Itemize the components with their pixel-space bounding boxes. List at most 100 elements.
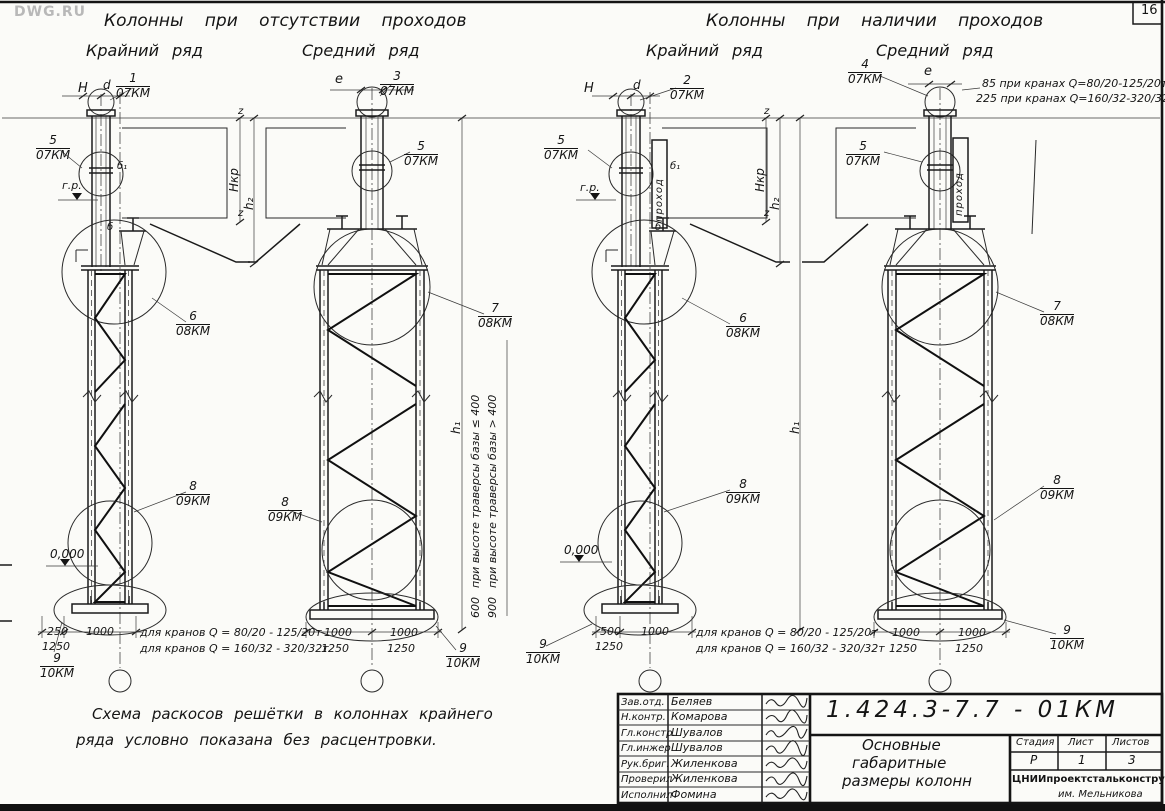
doc-number: 1.424.3-7.7 - 01КМ (826, 697, 1120, 723)
callout-3-07km: 3 07КМ (380, 69, 415, 99)
dim-600: 600 (469, 597, 482, 618)
callout-2-07km: 2 07КМ (670, 73, 705, 103)
callout-sheet: 08КМ (176, 323, 211, 338)
titleblock-name-3: Шувалов (671, 726, 723, 739)
titleblock-role-3: Гл.констр. (621, 728, 676, 739)
header-left-sub2: Средний ряд (302, 41, 420, 60)
callout-sheet: 07КМ (848, 71, 883, 86)
callout-number: 7 (478, 301, 513, 317)
dim-d-col1: d (103, 78, 111, 92)
titleblock-role-4: Гл.инжер. (621, 743, 674, 754)
callout-sheet: 10КМ (526, 651, 561, 666)
titleblock-role-6: Проверил (621, 774, 673, 785)
dim-b-col3: б (655, 222, 662, 233)
sheets-value: 3 (1128, 753, 1136, 767)
ground-level-label-col1: г.р. (62, 179, 82, 192)
watermark: DWG.RU (14, 4, 87, 20)
dim-1250-col2-a: 1250 (321, 642, 349, 655)
callout-leaders (53, 75, 1057, 653)
dim-250-col1: 250 (47, 625, 68, 638)
titleblock-name-5: Жиленкова (671, 757, 738, 770)
sheet-corner-number: 16 (1141, 3, 1158, 18)
dim-h2-left: h₂ (242, 197, 256, 210)
callout-sheet: 09КМ (268, 509, 303, 524)
callout-number: 9 (526, 637, 561, 653)
dim-h2-right: h₂ (768, 197, 782, 210)
dim-1000-col2-b: 1000 (390, 626, 418, 639)
dim-h1-right: h₁ (788, 421, 802, 434)
callout-number: 5 (846, 139, 881, 155)
dim-H-col1: Н (78, 81, 88, 96)
callout-sheet: 07КМ (544, 147, 579, 162)
drawing-title-line1: Основные (862, 736, 941, 754)
callout-6-08km-col3: 6 08КМ (726, 311, 761, 341)
callout-5-07km-col1: 5 07КМ (36, 133, 71, 163)
dim-Hkr-right: Нкр (753, 168, 767, 192)
callout-sheet: 09КМ (726, 491, 761, 506)
stage-value: Р (1030, 753, 1038, 767)
note-traverse-low: при высоте траверсы базы ≤ 400 (469, 394, 482, 588)
callout-8-09km-col2: 8 09КМ (268, 495, 303, 525)
callout-sheet: 08КМ (478, 315, 513, 330)
dim-1250-col1: 1250 (42, 640, 70, 653)
note-crane-small-col1: для кранов Q = 80/20 - 125/20т (140, 626, 322, 639)
callout-7-08km-col2: 7 08КМ (478, 301, 513, 331)
note-crane-small-col3: для кранов Q = 80/20 - 125/20т (696, 626, 878, 639)
dim-1250-col4-a: 1250 (889, 642, 917, 655)
org-name-2: им. Мельникова (1058, 789, 1143, 800)
titleblock-role-1: Зав.отд. (621, 697, 665, 708)
z-mark: z (764, 106, 770, 117)
header-right-sub2: Средний ряд (876, 41, 994, 60)
sheet-value: 1 (1078, 753, 1086, 767)
note-top-right-1: 85 при кранах Q=80/20-125/20т (982, 77, 1165, 90)
callout-1-07km: 1 07КМ (116, 71, 151, 101)
callout-number: 6 (176, 309, 211, 325)
titleblock-name-2: Комарова (671, 710, 728, 723)
callout-6-08km-col1: 6 08КМ (176, 309, 211, 339)
callout-sheet: 07КМ (380, 83, 415, 98)
org-name: ЦНИИпроектстальконструкция (1012, 774, 1165, 785)
callout-number: 8 (726, 477, 761, 493)
callout-number: 5 (544, 133, 579, 149)
callout-4-07km: 4 07КМ (848, 57, 883, 87)
dim-Hkr-left: Нкр (227, 168, 241, 192)
titleblock-role-7: Исполнил (621, 790, 673, 801)
callout-number: 5 (404, 139, 439, 155)
dim-1250-col3: 1250 (595, 640, 623, 653)
dim-1250-col2-b: 1250 (387, 642, 415, 655)
dim-1000-col1: 1000 (86, 625, 114, 638)
callout-5-07km-col2: 5 07КМ (404, 139, 439, 169)
dim-900: 900 (486, 597, 499, 618)
zero-level-label-col1: 0,000 (50, 547, 85, 561)
callout-7-08km-col4: 7 08КМ (1040, 299, 1075, 329)
header-right-title: Колонны при наличии проходов (706, 11, 1044, 31)
titleblock-name-7: Фомина (671, 788, 717, 801)
z-mark: z (238, 208, 244, 219)
dim-1000-col3: 1000 (641, 625, 669, 638)
titleblock-role-2: Н.контр. (621, 712, 666, 723)
note-crane-large-col3: для кранов Q = 160/32 - 320/32т (696, 642, 885, 655)
dim-e-col2: е (335, 72, 343, 87)
callout-number: 4 (848, 57, 883, 73)
zero-level-label-col3: 0,000 (564, 543, 599, 557)
drawing-title-line2: габаритные (852, 754, 947, 772)
callout-sheet: 08КМ (726, 325, 761, 340)
sheet-label: Лист (1068, 737, 1094, 748)
callout-number: 2 (670, 73, 705, 89)
callout-sheet: 10КМ (40, 665, 75, 680)
title-block-grid (616, 692, 1164, 805)
callout-9-10km-col1: 9 10КМ (40, 651, 75, 681)
callout-number: 6 (726, 311, 761, 327)
callout-8-09km-col1: 8 09КМ (176, 479, 211, 509)
level-marks (46, 193, 616, 567)
dim-b1-col3: б₁ (670, 161, 681, 172)
passage-label-col4: проход (954, 172, 965, 216)
drawing-title-line3: размеры колонн (842, 772, 972, 790)
passage-outlines (651, 137, 969, 229)
dim-1000-col2-a: 1000 (324, 626, 352, 639)
header-right-sub1: Крайний ряд (646, 41, 763, 60)
bottom-dimension-lines (37, 616, 1011, 638)
building-contours (122, 127, 1037, 263)
callout-number: 8 (268, 495, 303, 511)
